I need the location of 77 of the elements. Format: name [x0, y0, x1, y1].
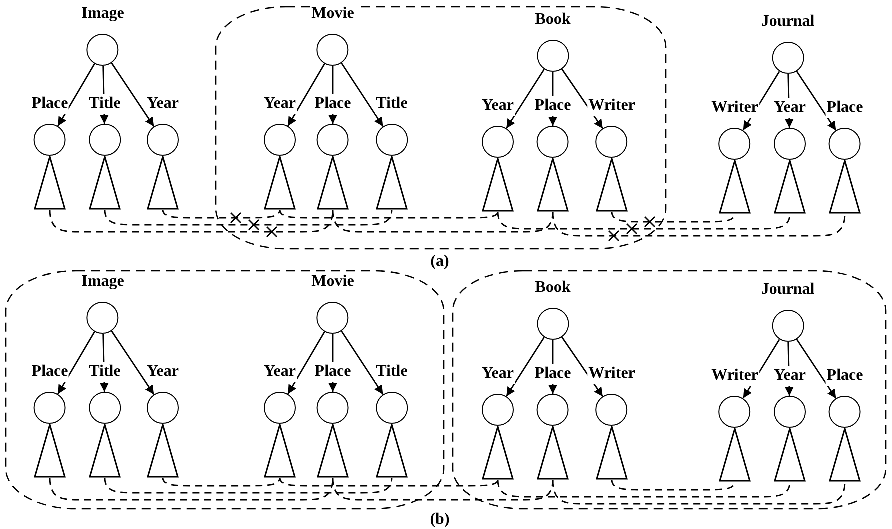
node-label: Title	[375, 94, 409, 114]
triangle	[537, 158, 569, 212]
triangle	[774, 160, 806, 214]
dashed-connector	[611, 212, 736, 223]
node-label: Place	[534, 364, 572, 384]
node-label: Place	[826, 366, 864, 386]
node-label: Writer	[710, 366, 760, 386]
arrow	[796, 70, 837, 132]
triangle	[719, 428, 751, 482]
dashed-connector	[497, 480, 791, 498]
triangle	[596, 426, 628, 480]
triangle	[34, 424, 66, 478]
cluster-outline	[215, 6, 667, 250]
arrow	[341, 331, 384, 395]
dashed-connector	[104, 478, 393, 494]
node-label: Place	[826, 98, 864, 118]
triangle	[147, 424, 179, 478]
arrow	[58, 63, 96, 127]
arrow	[561, 68, 604, 130]
triangle	[317, 156, 349, 210]
triangle	[264, 424, 296, 478]
arrow	[506, 337, 545, 397]
dashed-connector	[332, 478, 554, 501]
triangle	[482, 158, 514, 212]
triangle	[34, 156, 66, 210]
node-label: Title	[88, 362, 122, 382]
node-label: Place	[314, 94, 352, 114]
cluster-outline	[5, 270, 445, 510]
triangle	[376, 156, 408, 210]
arrow	[288, 63, 326, 127]
arrow	[58, 331, 96, 395]
dashed-connector	[279, 478, 499, 487]
node-label: Year	[773, 98, 807, 118]
triangle	[376, 424, 408, 478]
dashed-connector	[611, 480, 736, 491]
cluster-outline	[452, 270, 887, 510]
node-label: Place	[534, 96, 572, 116]
arrow	[288, 331, 326, 395]
node-label: Place	[30, 94, 70, 114]
triangle	[537, 426, 569, 480]
dashed-connector	[162, 478, 281, 487]
arrow	[506, 69, 545, 129]
triangle	[829, 160, 861, 214]
dashed-connector	[497, 212, 791, 230]
triangle	[89, 424, 121, 478]
dashed-connector	[104, 210, 393, 226]
node-label: Writer	[588, 364, 636, 384]
panel-label: (a)	[430, 253, 450, 271]
arrow	[111, 330, 155, 396]
dashed-connector	[332, 210, 554, 233]
triangle	[774, 428, 806, 482]
arrow	[561, 336, 604, 398]
node-label: Year	[773, 366, 807, 386]
dashed-connector	[552, 480, 846, 505]
dashed-connector	[49, 478, 334, 501]
dashed-connector	[49, 210, 334, 233]
arrow	[111, 62, 155, 128]
node-label: Place	[30, 362, 70, 382]
triangle	[89, 156, 121, 210]
triangle	[317, 424, 349, 478]
node-label: Title	[375, 362, 409, 382]
node-label: Writer	[710, 98, 760, 118]
triangle	[719, 160, 751, 214]
dashed-connector	[552, 212, 846, 237]
triangle	[596, 158, 628, 212]
arrow	[341, 63, 384, 127]
node-label: Title	[88, 94, 122, 114]
dashed-connector	[279, 210, 499, 219]
triangle	[482, 426, 514, 480]
triangle	[264, 156, 296, 210]
node-label: Writer	[588, 96, 636, 116]
triangle	[829, 428, 861, 482]
node-label: Place	[314, 362, 352, 382]
triangle	[147, 156, 179, 210]
arrow	[796, 338, 837, 400]
panel-label: (b)	[430, 511, 450, 529]
dashed-connector	[162, 210, 281, 219]
